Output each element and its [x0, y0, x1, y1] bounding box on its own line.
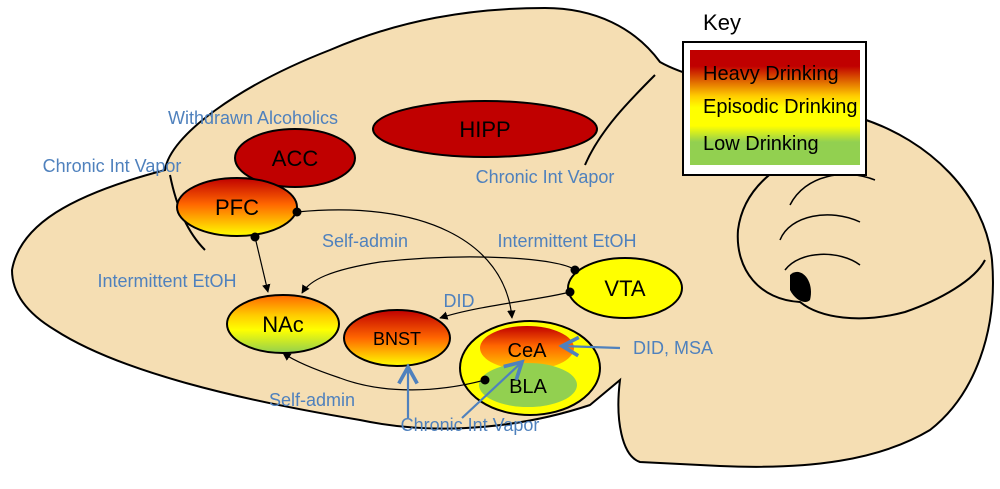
label-chronic-int-vapor-pfc: Chronic Int Vapor [43, 156, 182, 176]
cerebellum-folds [779, 173, 876, 271]
dot-vta-nac [570, 265, 580, 275]
label-did: DID [444, 291, 475, 311]
label-intermittent-etoh-vta: Intermittent EtOH [497, 231, 636, 251]
region-acc-label: ACC [272, 146, 319, 171]
region-hipp[interactable] [372, 100, 598, 158]
arrow-pfc-to-amygdala [296, 209, 516, 319]
arrow-pfc-to-nac [254, 236, 271, 293]
dot-vta-bnst [565, 287, 575, 297]
hippocampus-line [584, 74, 656, 166]
annotation-arrows [408, 346, 621, 419]
arrow-bla-to-nac [282, 352, 486, 391]
region-cea-label: CeA [508, 340, 548, 362]
region-acc[interactable] [234, 128, 356, 188]
label-intermittent-etoh-nac: Intermittent EtOH [97, 271, 236, 291]
dot-pfc-amygdala [292, 207, 302, 217]
label-chronic-int-vapor-bottom: Chronic Int Vapor [401, 415, 540, 435]
circuit-origin-dots [250, 207, 580, 385]
key-item-episodic: Episodic Drinking [703, 96, 858, 118]
label-withdrawn-alcoholics: Withdrawn Alcoholics [168, 108, 338, 128]
arrow-vta-to-nac [301, 256, 576, 294]
circuit-arrows [254, 209, 576, 391]
arrow-vapor-to-cea [461, 362, 522, 419]
dot-bla-nac [480, 375, 490, 385]
region-cea[interactable] [480, 326, 574, 370]
key-gradient [690, 50, 860, 165]
region-nac-label: NAc [262, 312, 304, 337]
region-bla-label: BLA [509, 376, 547, 398]
label-chronic-int-vapor-hipp: Chronic Int Vapor [476, 167, 615, 187]
key-legend: Key Heavy Drinking Episodic Drinking Low… [682, 10, 867, 176]
key-item-low: Low Drinking [703, 133, 819, 155]
region-bnst-label: BNST [373, 329, 421, 349]
label-self-admin-top: Self-admin [322, 231, 408, 251]
dot-pfc-nac [250, 232, 260, 242]
arrow-did-msa-to-cea [562, 346, 621, 348]
label-did-msa: DID, MSA [633, 338, 713, 358]
ventricle [790, 271, 811, 302]
label-self-admin-bottom: Self-admin [269, 390, 355, 410]
region-pfc[interactable] [176, 177, 298, 237]
key-item-heavy: Heavy Drinking [703, 63, 839, 85]
region-hipp-label: HIPP [459, 117, 510, 142]
region-vta-label: VTA [604, 276, 645, 301]
region-bnst[interactable] [343, 309, 451, 367]
key-title: Key [703, 10, 741, 35]
arrow-vta-to-bnst [439, 291, 571, 320]
region-pfc-label: PFC [215, 195, 259, 220]
